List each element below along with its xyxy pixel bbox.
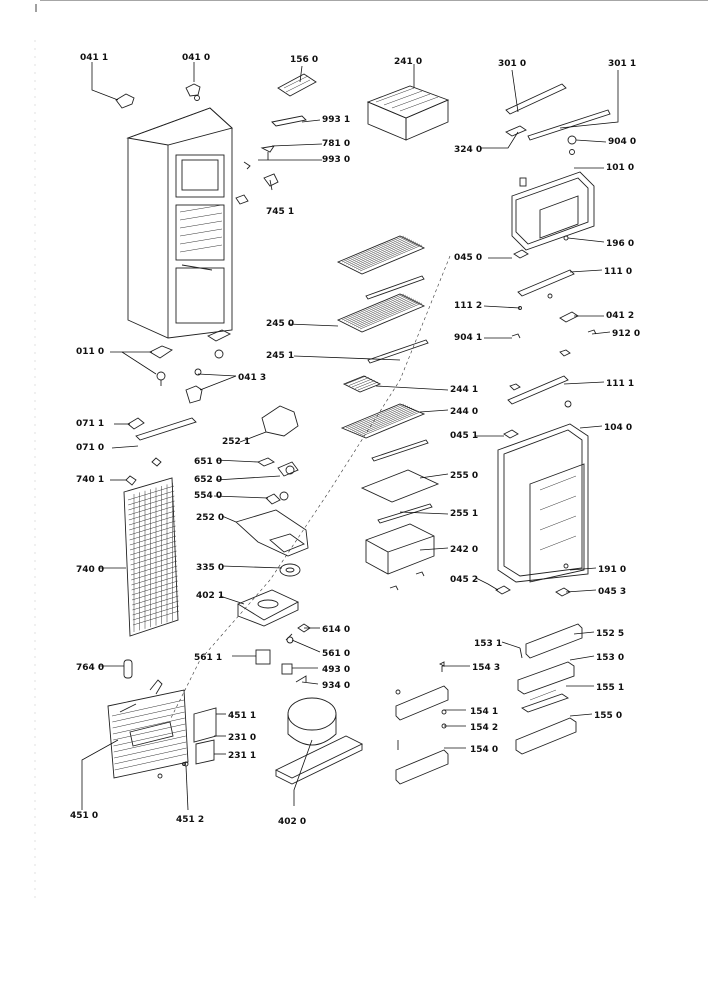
part-label: 231 1 [228, 751, 256, 761]
top-trim-301 [505, 83, 611, 155]
part-label: 045 0 [454, 253, 482, 263]
part-label: 196 0 [606, 239, 634, 249]
part-label: 041 0 [182, 53, 210, 63]
part-label: 324 0 [454, 145, 482, 155]
compressor-402 [274, 697, 364, 785]
small-parts-top-left [115, 73, 317, 205]
part-label: 244 0 [450, 407, 478, 417]
part-label: 071 1 [76, 419, 104, 429]
part-label: 993 1 [322, 115, 350, 125]
part-label: 153 0 [596, 653, 624, 663]
crisper-drawer-242 [365, 523, 435, 591]
part-label: 155 0 [594, 711, 622, 721]
rear-panel-hatch [111, 699, 187, 771]
part-label: 561 1 [194, 653, 222, 663]
relay-parts [255, 623, 311, 683]
part-label: 912 0 [612, 329, 640, 339]
part-label: 934 0 [322, 681, 350, 691]
part-label: 402 1 [196, 591, 224, 601]
part-label: 152 5 [596, 629, 624, 639]
part-label: 493 0 [322, 665, 350, 675]
part-label: 154 2 [470, 723, 498, 733]
part-label: 245 0 [266, 319, 294, 329]
part-label: 154 3 [472, 663, 500, 673]
part-label: 041 3 [238, 373, 266, 383]
part-label: 255 1 [450, 509, 478, 519]
part-label: 071 0 [76, 443, 104, 453]
door-shelves-152-155 [515, 623, 583, 755]
part-label: 045 3 [598, 587, 626, 597]
part-label: 561 0 [322, 649, 350, 659]
part-label: 993 0 [322, 155, 350, 165]
part-label: 252 0 [196, 513, 224, 523]
freezer-door-101 [511, 171, 595, 251]
part-label: 154 0 [470, 745, 498, 755]
part-label: 335 0 [196, 563, 224, 573]
part-label: 554 0 [194, 491, 222, 501]
compressor-cover-402-1 [237, 589, 300, 627]
leader-lines [81, 62, 619, 811]
glass-shelf-255 [360, 469, 440, 524]
crisper-shelves-244 [340, 375, 429, 462]
part-label: 781 0 [322, 139, 350, 149]
part-label: 041 1 [80, 53, 108, 63]
part-label: 041 2 [606, 311, 634, 321]
part-label: 451 0 [70, 811, 98, 821]
part-label: 231 0 [228, 733, 256, 743]
part-label: 904 1 [454, 333, 482, 343]
part-label: 111 1 [606, 379, 634, 389]
part-label: 153 1 [474, 639, 502, 649]
part-label: 614 0 [322, 625, 350, 635]
part-label: 301 0 [498, 59, 526, 69]
shelf-hatching [341, 235, 423, 437]
fridge-door-104 [495, 423, 589, 597]
part-label: 011 0 [76, 347, 104, 357]
part-label: 451 1 [228, 711, 256, 721]
hinge-parts-left [149, 329, 232, 404]
freezer-tray-241 [366, 85, 450, 141]
rail-071 [127, 417, 197, 467]
part-label: 154 1 [470, 707, 498, 717]
part-label: 111 0 [604, 267, 632, 277]
part-label: 104 0 [604, 423, 632, 433]
part-label: 764 0 [76, 663, 104, 673]
part-label: 241 0 [394, 57, 422, 67]
part-label: 244 1 [450, 385, 478, 395]
part-label: 252 1 [222, 437, 250, 447]
wire-shelves-245 [336, 235, 429, 364]
rear-panel [107, 679, 189, 779]
part-label: 652 0 [194, 475, 222, 485]
condenser-coil [123, 475, 180, 637]
drain-tube [123, 659, 133, 679]
page-edge-marks [34, 0, 708, 900]
part-label: 904 0 [608, 137, 636, 147]
door-bins-154 [395, 661, 449, 785]
part-label: 242 0 [450, 545, 478, 555]
part-label: 191 0 [598, 565, 626, 575]
part-label: 745 1 [266, 207, 294, 217]
part-label: 101 0 [606, 163, 634, 173]
part-label: 045 1 [450, 431, 478, 441]
part-label: 740 1 [76, 475, 104, 485]
hinge-bars-111 [507, 249, 597, 408]
part-label: 255 0 [450, 471, 478, 481]
dashed-guides [169, 255, 451, 721]
part-label: 245 1 [266, 351, 294, 361]
part-label: 740 0 [76, 565, 104, 575]
part-label: 651 0 [194, 457, 222, 467]
part-label: 451 2 [176, 815, 204, 825]
cabinet-body [126, 107, 233, 339]
part-number-labels: 041 1 041 0 156 0 241 0 301 0 301 1 993 1 781 0… [70, 53, 640, 827]
part-label: 045 2 [450, 575, 478, 585]
part-label: 155 1 [596, 683, 624, 693]
part-label: 402 0 [278, 817, 306, 827]
part-label: 156 0 [290, 55, 318, 65]
thermostat-parts [235, 405, 309, 577]
part-label: 301 1 [608, 59, 636, 69]
part-label: 111 2 [454, 301, 482, 311]
mounting-plates [183, 707, 217, 767]
